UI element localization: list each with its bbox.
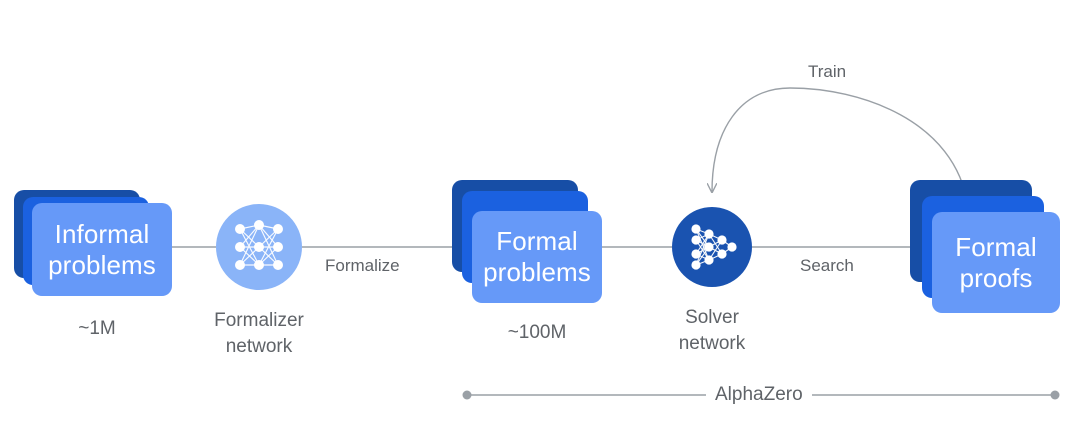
card-layer-front[interactable]: Informal problems <box>32 203 172 296</box>
alphazero-bracket-label: AlphaZero <box>706 384 812 406</box>
card-label-formal-proofs: Formal proofs <box>955 231 1037 293</box>
edge-label-formalize: Formalize <box>325 256 400 275</box>
edge-label-search: Search <box>800 256 854 275</box>
stage-informal-problems[interactable]: Informal problems <box>14 190 184 300</box>
count-formal-problems: ~100M <box>507 322 567 343</box>
card-label-informal-problems: Informal problems <box>48 218 156 280</box>
card-label-formal-problems: Formal problems <box>483 226 591 287</box>
card-layer-front[interactable]: Formal problems <box>472 211 602 303</box>
neural-network-icon <box>235 220 283 270</box>
node-solver-network[interactable] <box>672 207 752 287</box>
stage-formal-problems[interactable]: Formal problems <box>452 180 612 310</box>
node-formalizer-network[interactable] <box>216 204 302 290</box>
caption-solver-network: Solver network <box>678 307 746 354</box>
caption-formalizer-network: Formalizer network <box>214 310 304 357</box>
card-layer-front[interactable]: Formal proofs <box>932 212 1060 313</box>
stage-formal-proofs[interactable]: Formal proofs <box>910 180 1070 320</box>
edge-label-train: Train <box>808 62 847 81</box>
alphazero-bracket-dot-right <box>1050 390 1060 400</box>
alphazero-bracket-dot-left <box>462 390 472 400</box>
count-informal-problems: ~1M <box>78 318 116 339</box>
neural-network-icon <box>691 224 737 270</box>
